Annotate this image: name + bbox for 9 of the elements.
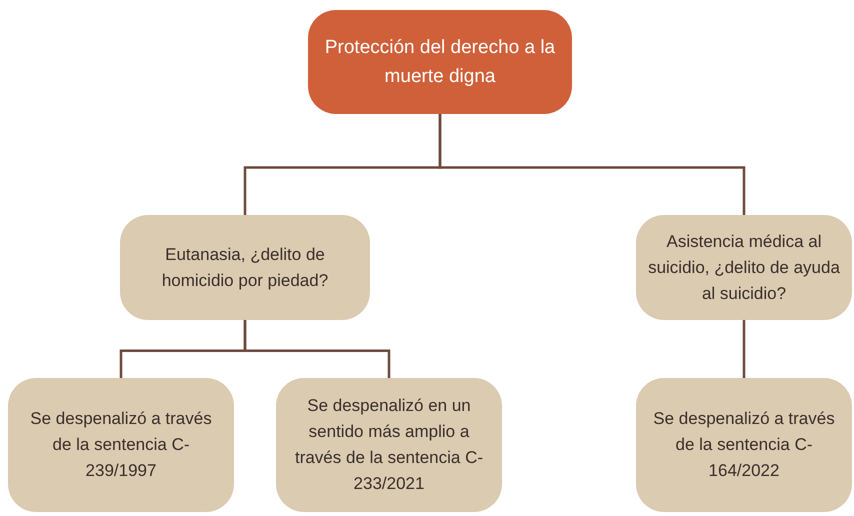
- connector-line: [244, 320, 390, 378]
- category-box: Se despenalizó a través de la sentencia C-164/2022: [636, 378, 852, 512]
- category-box: Se despenalizó a través de la sentencia C-239/1997: [8, 378, 234, 512]
- category-box: Se despenalizó en un sentido más amplio a través de la sentencia C-233/2021: [276, 378, 502, 512]
- connector-line: [742, 320, 746, 378]
- category-box: Asistencia médica al suicidio, ¿delito de ayuda al suicidio?: [636, 215, 852, 320]
- category-box: Eutanasia, ¿delito de homicidio por piedad?: [120, 215, 370, 320]
- topic-box: Protección del derecho a la muerte digna: [308, 10, 572, 114]
- connector-line: [438, 114, 746, 215]
